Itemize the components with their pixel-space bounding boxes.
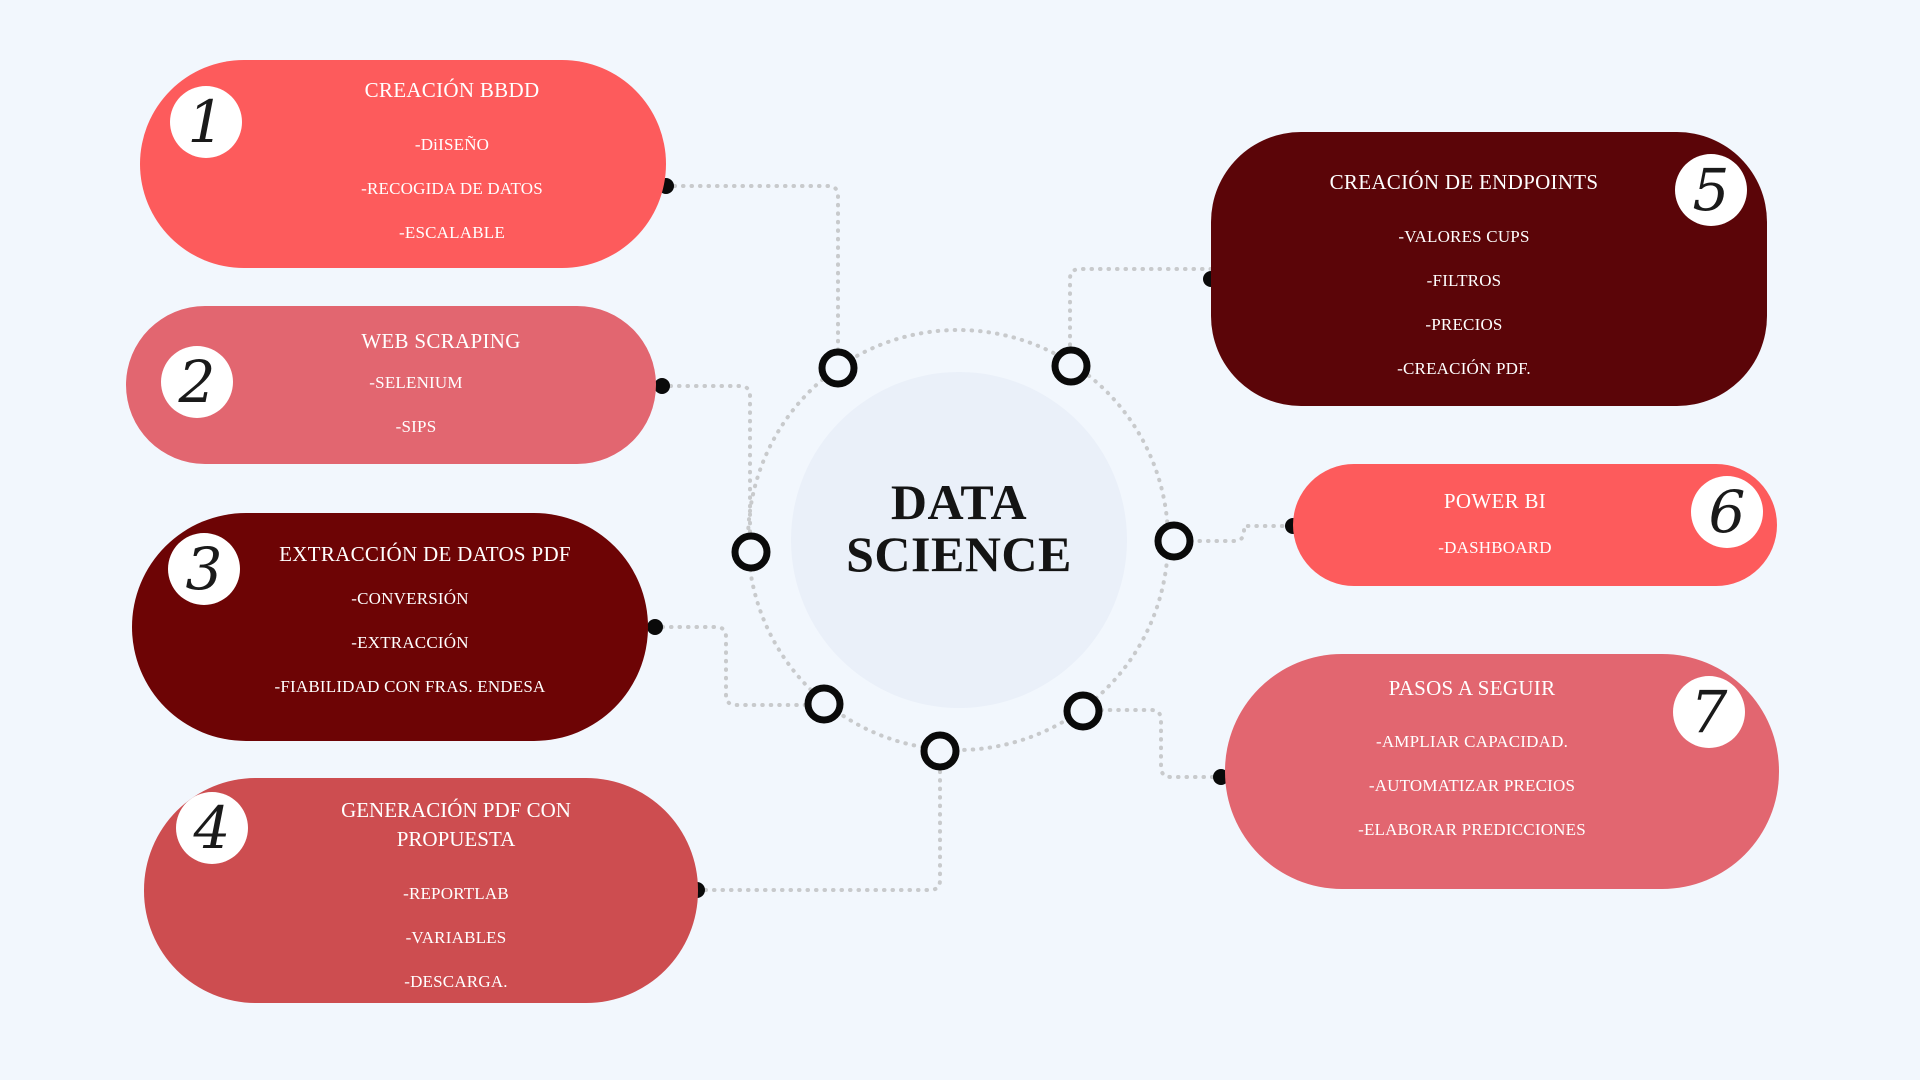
center-title-line2: SCIENCE xyxy=(846,526,1072,582)
node-title-4-line1: GENERACIÓN PDF CON xyxy=(341,798,571,822)
node-item-2-2: -SIPS xyxy=(395,417,437,436)
node-item-1-1: -DiISEÑO xyxy=(414,135,490,154)
node-title-4: GENERACIÓN PDF CON PROPUESTA xyxy=(264,796,648,854)
ring-node-7 xyxy=(1063,691,1103,731)
center-circle xyxy=(791,372,1127,708)
ring-node-3 xyxy=(804,684,844,724)
connector-2 xyxy=(660,384,752,553)
connector-4 xyxy=(695,750,942,892)
node-item-2-1: -SELENIUM xyxy=(369,373,463,392)
ring-node-5 xyxy=(1051,346,1091,386)
ring-node-2 xyxy=(731,532,771,572)
node-title-4-line2: PROPUESTA xyxy=(396,827,516,851)
node-item-1-3: -ESCALABLE xyxy=(399,223,505,242)
node-item-7-3: -ELABORAR PREDICCIONES xyxy=(1358,820,1586,839)
node-title-7: PASOS A SEGUIR xyxy=(1388,676,1556,700)
center-title-line1: DATA xyxy=(890,474,1028,530)
number-badge-1: 1 xyxy=(170,86,242,158)
ring-node-6 xyxy=(1154,521,1194,561)
node-card-2: 2 WEB SCRAPING -SELENIUM -SIPS xyxy=(126,306,656,464)
node-card-5: 5 CREACIÓN DE ENDPOINTS -VALORES CUPS -F… xyxy=(1211,132,1767,406)
node-item-5-4: -CREACIÓN PDF. xyxy=(1397,359,1531,378)
number-badge-2: 2 xyxy=(161,346,233,418)
node-item-1-2: -RECOGIDA DE DATOS xyxy=(361,179,543,198)
node-title-3: EXTRACCIÓN DE DATOS PDF xyxy=(279,542,571,566)
node-item-7-1: -AMPLIAR CAPACIDAD. xyxy=(1375,732,1569,751)
connector-1 xyxy=(664,184,840,369)
node-item-5-2: -FILTROS xyxy=(1426,271,1502,290)
connector-3 xyxy=(652,625,825,707)
node-card-7: 7 PASOS A SEGUIR -AMPLIAR CAPACIDAD. -AU… xyxy=(1225,654,1779,889)
node-item-3-1: -CONVERSIÓN xyxy=(351,589,469,608)
connector-6 xyxy=(1172,524,1295,543)
node-card-6: 6 POWER BI -DASHBOARD xyxy=(1293,464,1777,586)
endpoint-dot-2 xyxy=(654,378,670,394)
node-item-4-2: -VARIABLES xyxy=(405,928,507,947)
node-item-3-3: -FIABILIDAD CON FRAS. ENDESA xyxy=(274,677,546,696)
center-title: DATA SCIENCE xyxy=(791,476,1127,580)
ring-node-4 xyxy=(920,731,960,771)
node-item-7-2: -AUTOMATIZAR PRECIOS xyxy=(1368,776,1576,795)
number-badge-7: 7 xyxy=(1673,676,1745,748)
node-item-5-1: -VALORES CUPS xyxy=(1398,227,1530,246)
node-card-4: 4 GENERACIÓN PDF CON PROPUESTA -REPORTLA… xyxy=(144,778,698,1003)
node-item-4-3: -DESCARGA. xyxy=(404,972,508,991)
number-badge-5: 5 xyxy=(1675,154,1747,226)
node-item-3-2: -EXTRACCIÓN xyxy=(351,633,469,652)
endpoint-dot-3 xyxy=(647,619,663,635)
node-item-5-3: -PRECIOS xyxy=(1425,315,1503,334)
node-title-6: POWER BI xyxy=(1443,489,1547,513)
number-badge-6: 6 xyxy=(1691,476,1763,548)
ring-node-1 xyxy=(818,348,858,388)
node-item-4-1: -REPORTLAB xyxy=(403,884,509,903)
node-card-1: 1 CREACIÓN BBDD -DiISEÑO -RECOGIDA DE DA… xyxy=(140,60,666,268)
node-title-1: CREACIÓN BBDD xyxy=(364,78,540,102)
node-title-2: WEB SCRAPING xyxy=(361,329,521,353)
connector-7 xyxy=(1081,708,1223,779)
number-badge-3: 3 xyxy=(168,533,240,605)
node-title-5: CREACIÓN DE ENDPOINTS xyxy=(1329,170,1599,194)
number-badge-4: 4 xyxy=(176,792,248,864)
node-item-6-1: -DASHBOARD xyxy=(1438,538,1552,557)
node-card-3: 3 EXTRACCIÓN DE DATOS PDF -CONVERSIÓN -E… xyxy=(132,513,648,741)
connector-5 xyxy=(1068,267,1213,367)
